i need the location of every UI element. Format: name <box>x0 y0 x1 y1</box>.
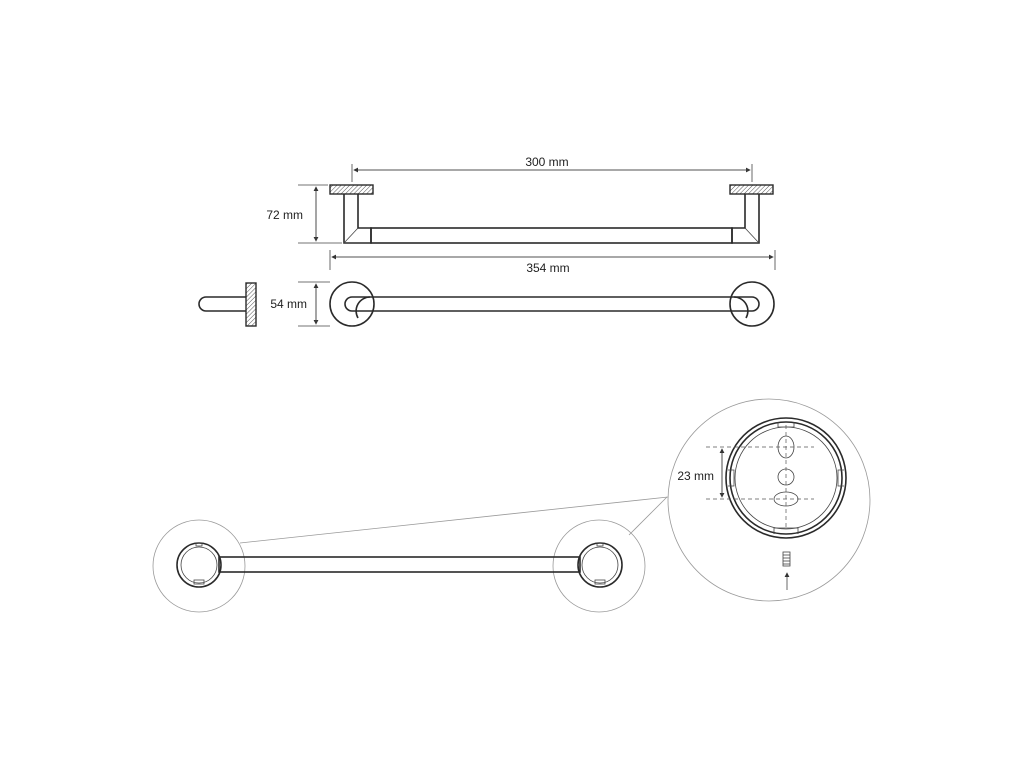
inner-width-label: 300 mm <box>525 155 568 169</box>
left-rosette-top <box>329 281 375 327</box>
magnified-rosette-outer <box>725 417 847 539</box>
front-view <box>329 184 774 244</box>
side-arm <box>198 296 246 312</box>
left-detail-circle <box>152 519 246 613</box>
depth-label: 54 mm <box>270 297 307 311</box>
top-bar <box>344 296 760 312</box>
dimension-height: 72 mm <box>266 184 342 244</box>
hole-spacing-label: 23 mm <box>677 469 714 483</box>
bottom-bar <box>218 556 581 573</box>
right-rosette-top <box>729 281 775 327</box>
dimension-total-width: 354 mm <box>329 250 776 275</box>
dimension-inner-width: 300 mm <box>351 155 753 182</box>
bottom-view <box>152 496 669 613</box>
set-screw <box>782 551 791 567</box>
right-wall-plate <box>729 184 774 195</box>
right-post <box>731 194 760 244</box>
dimension-depth: 54 mm <box>270 281 330 327</box>
top-view <box>329 281 775 327</box>
total-width-label: 354 mm <box>526 261 569 275</box>
front-bar <box>370 227 733 244</box>
left-wall-plate <box>329 184 374 195</box>
right-rosette-back <box>577 542 623 588</box>
right-detail-circle <box>552 519 646 613</box>
side-view <box>198 282 257 327</box>
magnified-detail: 23 mm <box>667 398 871 602</box>
magnified-detail-circle <box>667 398 871 602</box>
left-post <box>343 194 372 244</box>
left-rosette-back <box>176 542 222 588</box>
height-label: 72 mm <box>266 208 303 222</box>
side-wall-plate <box>245 282 257 327</box>
